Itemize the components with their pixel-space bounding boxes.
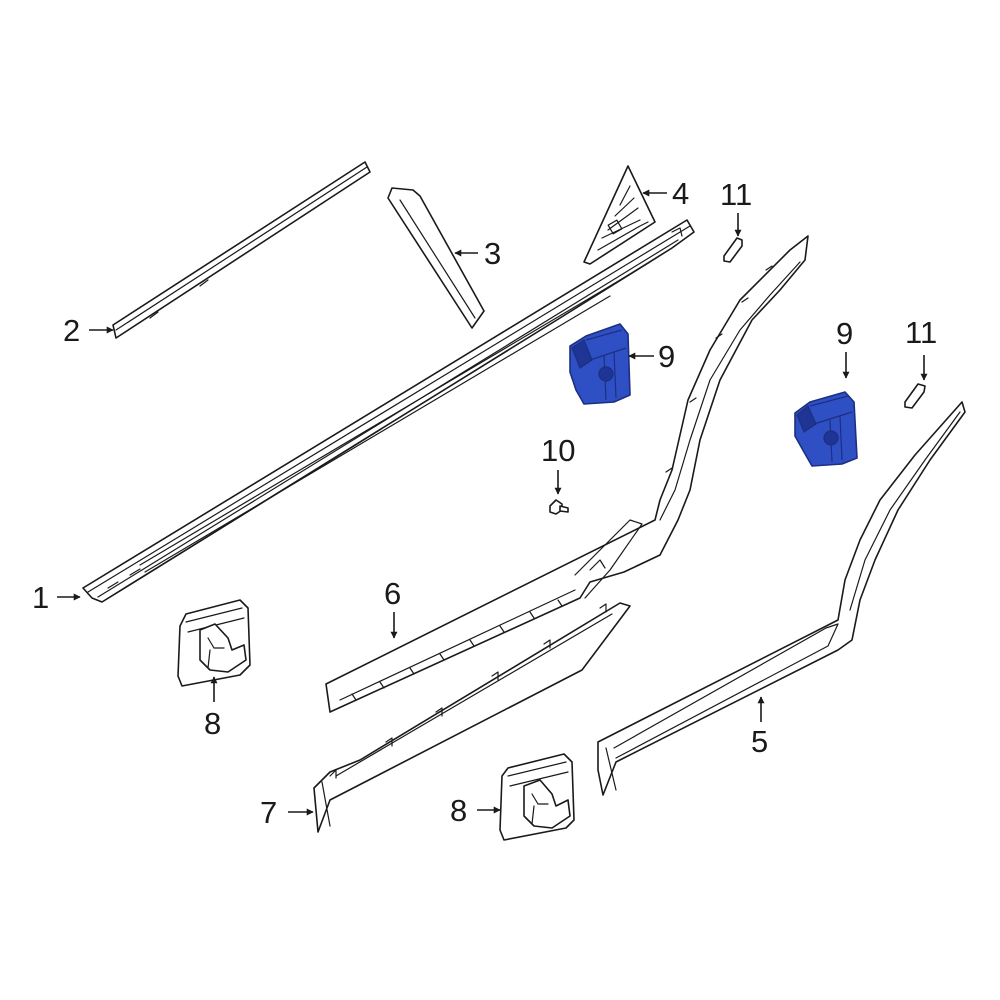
callout-labels: 1 2 3 4 9 9 10 11 11 6 7 8 8 5 [32,176,937,830]
part-4-corner-trim[interactable] [583,165,656,265]
callout-1: 1 [32,580,49,615]
callout-2: 2 [63,313,80,348]
callout-10: 10 [541,433,575,468]
part-2-molding-strip[interactable] [112,161,371,339]
callout-9-upper: 9 [658,339,675,374]
callout-3: 3 [484,236,501,271]
callout-11-upper: 11 [720,177,752,212]
leader-lines [57,189,928,816]
part-11-small-clip-lower[interactable] [904,383,926,409]
part-9-clip-highlighted-upper[interactable] [569,323,631,405]
part-8-clip-left[interactable] [177,599,251,687]
part-7-lower-molding[interactable] [313,602,631,833]
callout-5: 5 [751,724,768,759]
part-9-clip-highlighted-lower[interactable] [794,391,858,467]
part-10-screw[interactable] [549,499,569,515]
part-8-clip-right[interactable] [499,753,575,841]
part-5-rear-door-panel[interactable] [597,401,966,796]
callout-8-right: 8 [450,793,467,828]
callout-9-lower: 9 [836,316,853,351]
part-6-door-panel[interactable] [325,235,809,713]
callout-6: 6 [384,576,401,611]
part-3-pillar-trim[interactable] [387,187,485,329]
part-1-belt-molding[interactable] [82,219,695,603]
callout-7: 7 [260,795,277,830]
callout-8-left: 8 [204,706,221,741]
callout-11-lower: 11 [905,315,937,350]
callout-4: 4 [672,176,689,211]
part-11-small-clip-upper[interactable] [723,237,743,263]
